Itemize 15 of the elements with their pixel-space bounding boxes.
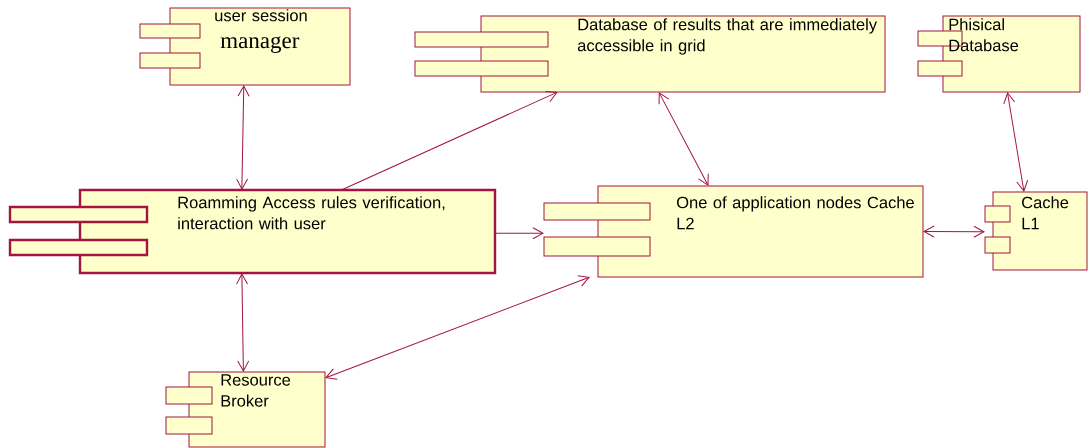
arrow <box>1003 92 1029 192</box>
component-box: Phisical Database <box>917 15 1081 93</box>
arrow <box>340 91 558 191</box>
arrow <box>325 275 590 380</box>
arrow <box>494 227 544 240</box>
component-box: Roamming Access rules verification, interaction with user <box>8 188 497 275</box>
arrow <box>236 273 250 372</box>
arrow <box>658 92 709 186</box>
component-box: Resource Broker <box>165 371 326 448</box>
arrow <box>923 225 985 238</box>
component-box: Cache L1 <box>984 191 1088 271</box>
component-box: user session manager <box>139 7 351 86</box>
arrow <box>236 85 250 190</box>
component-box: Database of results that are immediately accessible in grid <box>414 15 886 93</box>
component-box: One of application nodes Cache L2 <box>543 185 924 278</box>
